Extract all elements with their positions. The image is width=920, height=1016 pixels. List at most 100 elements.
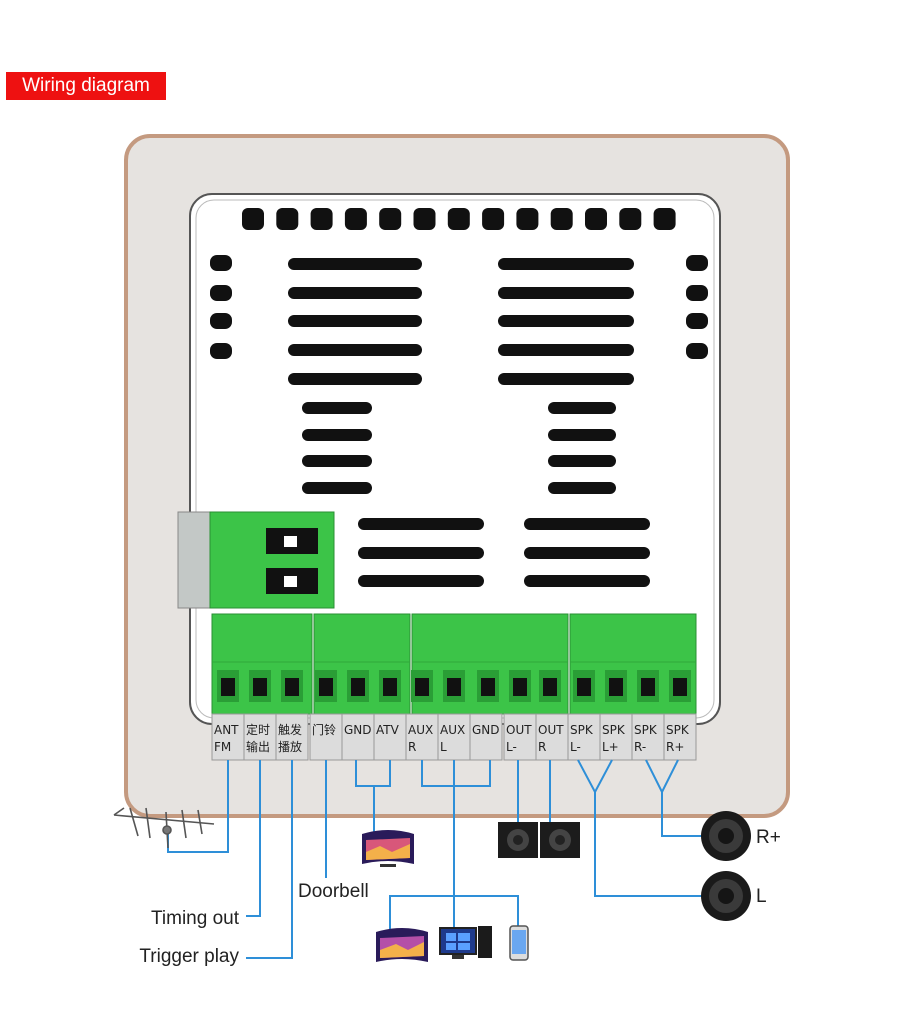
- vent-bar: [548, 455, 616, 467]
- terminal-label-line1: AUX: [440, 723, 465, 737]
- vent-bar: [524, 575, 650, 587]
- vent-bar: [498, 373, 634, 385]
- label-timing-out: Timing out: [151, 908, 240, 929]
- vent-bar: [498, 287, 634, 299]
- terminal-label-line1: 门铃: [312, 722, 336, 737]
- wire-aux: [421, 760, 491, 787]
- terminal-label-line1: ANT: [214, 723, 239, 737]
- vent-slots: [210, 208, 708, 587]
- vent-bar: [358, 575, 484, 587]
- top-vent-slot: [344, 208, 367, 230]
- terminal-label-line1: ATV: [376, 723, 400, 737]
- terminal-label-line1: SPK: [602, 723, 626, 737]
- top-vent-slot: [242, 208, 264, 230]
- wire-trigger: [246, 760, 293, 959]
- side-latch: [177, 511, 211, 609]
- terminal-label-line1: 定时: [246, 722, 270, 737]
- vent-bar: [498, 315, 634, 327]
- speaker-pair-icon: [498, 822, 580, 858]
- top-vent-slot: [516, 208, 539, 230]
- side-vent-slot: [210, 255, 232, 271]
- vent-bar: [548, 429, 616, 441]
- terminal-label-cell: [373, 713, 407, 761]
- vent-bar: [524, 518, 650, 530]
- terminal-label-line2: L-: [570, 740, 581, 754]
- vent-bar: [302, 402, 372, 414]
- side-vent-slot: [686, 255, 708, 271]
- top-vent-slot: [310, 208, 333, 230]
- side-vent-slot: [686, 285, 708, 301]
- terminal-label-line2: FM: [214, 740, 231, 754]
- terminal-label-cell: [631, 713, 665, 761]
- title-badge: Wiring diagram: [6, 72, 166, 100]
- label-trigger-play: Trigger play: [139, 946, 239, 967]
- side-vent-slot: [686, 343, 708, 359]
- vent-bar: [548, 482, 616, 494]
- computer-icon: [439, 926, 492, 959]
- terminal-label-line2: 输出: [246, 739, 270, 754]
- top-vent-slot: [276, 208, 299, 230]
- vent-bar: [358, 518, 484, 530]
- vent-bar: [288, 258, 422, 270]
- terminal-label-line1: OUT: [538, 723, 564, 737]
- vent-bar: [288, 287, 422, 299]
- loudspeaker-icon: [701, 811, 751, 921]
- terminal-label-cell: [243, 713, 277, 761]
- side-vent-slot: [210, 343, 232, 359]
- antenna-icon: [113, 807, 215, 849]
- top-vent-slot: [653, 208, 676, 230]
- terminal-label-line2: R-: [634, 740, 646, 754]
- terminal-blocks: [211, 613, 697, 715]
- phone-icon: [509, 925, 529, 961]
- terminal-label-cell: [503, 713, 537, 761]
- top-vent-slot: [413, 208, 436, 230]
- terminal-label-line1: GND: [472, 723, 500, 737]
- terminal-label-line2: R+: [666, 740, 684, 754]
- terminal-label-line2: L: [440, 740, 447, 754]
- terminal-label-cell: [663, 713, 697, 761]
- vent-bar: [288, 315, 422, 327]
- vent-bar: [548, 402, 616, 414]
- top-vent-slot: [619, 208, 642, 230]
- label-l: L: [756, 886, 767, 907]
- terminal-label-line2: 播放: [278, 739, 302, 754]
- top-vent-slot: [550, 208, 573, 230]
- vent-bar: [302, 429, 372, 441]
- terminal-label-line1: OUT: [506, 723, 532, 737]
- wires: [167, 759, 704, 959]
- terminal-label-line1: GND: [344, 723, 372, 737]
- vent-bar: [288, 344, 422, 356]
- terminal-label-cell: [341, 713, 375, 761]
- terminal-label-line1: 触发: [278, 722, 302, 737]
- top-vent-slot: [585, 208, 607, 230]
- terminal-label-line1: SPK: [666, 723, 690, 737]
- side-vent-slot: [210, 285, 232, 301]
- tv-icon: [376, 928, 428, 962]
- tv-icon: [362, 830, 414, 867]
- terminal-label-cell: [599, 713, 633, 761]
- wire-timing: [246, 760, 261, 917]
- terminal-label-cell: [535, 713, 569, 761]
- terminal-label-cell: [469, 713, 503, 761]
- terminal-label-line1: SPK: [570, 723, 594, 737]
- terminal-label-cell: [309, 713, 343, 761]
- terminal-label-line1: SPK: [634, 723, 658, 737]
- label-r-plus: R+: [756, 827, 781, 848]
- vent-bar: [302, 455, 372, 467]
- vent-bar: [288, 373, 422, 385]
- terminal-label-line2: L+: [602, 740, 619, 754]
- side-vent-slot: [686, 313, 708, 329]
- terminal-label-line2: L-: [506, 740, 517, 754]
- terminal-label-line2: R: [408, 740, 416, 754]
- top-vent-slot: [447, 208, 470, 230]
- terminal-label-line1: AUX: [408, 723, 433, 737]
- terminal-label-line2: R: [538, 740, 546, 754]
- label-doorbell: Doorbell: [298, 881, 369, 902]
- vent-bar: [524, 547, 650, 559]
- top-vent-slot: [482, 208, 505, 230]
- top-vent-slot: [379, 208, 402, 230]
- vent-bar: [302, 482, 372, 494]
- vent-bar: [358, 547, 484, 559]
